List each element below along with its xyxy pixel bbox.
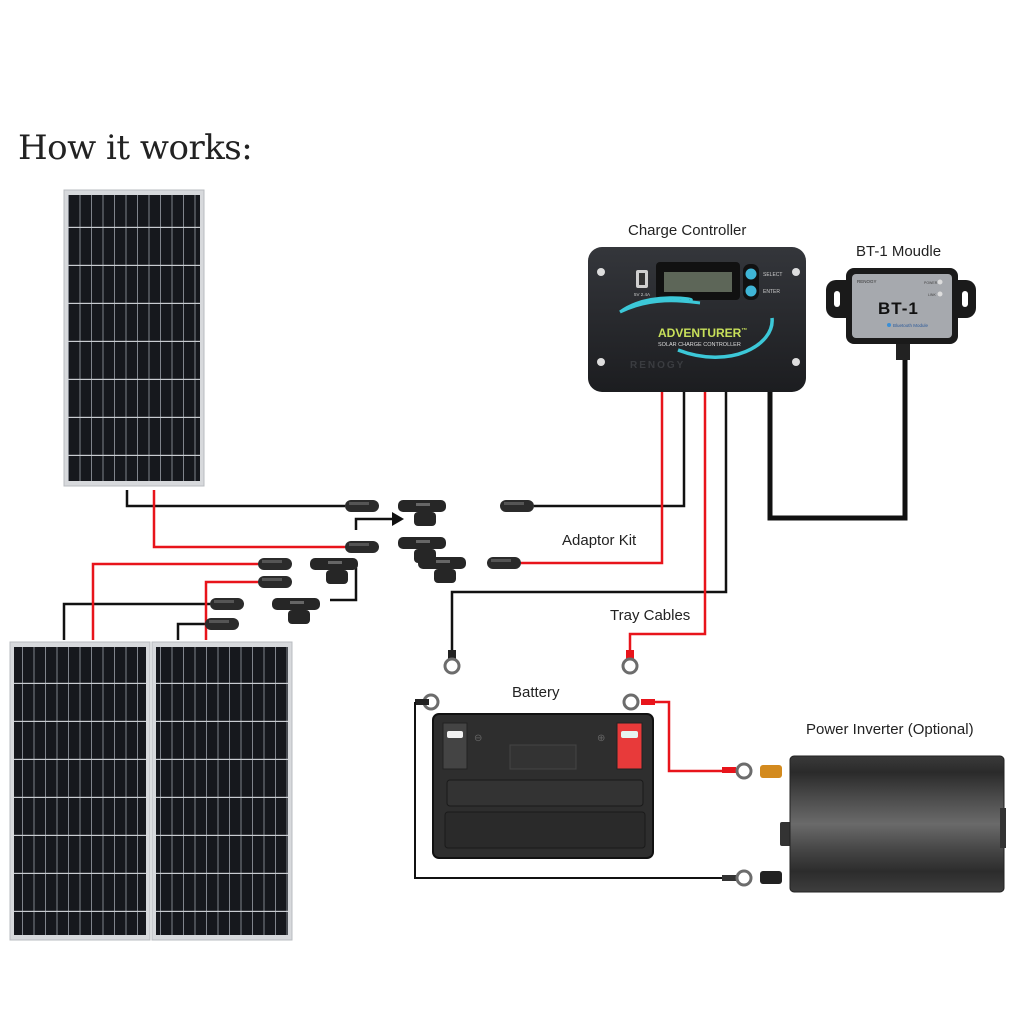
enter-button xyxy=(745,285,757,297)
select-button xyxy=(745,268,757,280)
charge-controller-label: Charge Controller xyxy=(628,222,747,239)
inverter-positive-post xyxy=(760,765,782,778)
battery-positive-terminal xyxy=(616,722,643,770)
svg-text:⊖: ⊖ xyxy=(474,733,482,744)
power-inverter-label: Power Inverter (Optional) xyxy=(806,721,974,738)
usb-label: 5V 2.4A xyxy=(634,292,650,297)
tray-cables-label: Tray Cables xyxy=(610,607,691,624)
adaptor-kit-label: Adaptor Kit xyxy=(562,532,637,549)
bt1-module: RENOGY POWER LINK BT-1 Bluetooth Module xyxy=(826,268,976,360)
solar-panel-bottom-right xyxy=(151,641,293,941)
bt1-manufacturer: RENOGY xyxy=(857,279,877,284)
battery-label: Battery xyxy=(512,684,560,701)
wire-battery-negative xyxy=(450,392,728,652)
charge-controller: 5V 2.4A SELECT ENTER ADVENTURER™ SOLAR C… xyxy=(588,247,806,392)
bt1-subtitle: Bluetooth Module xyxy=(893,323,929,328)
controller-brand: ADVENTURER™ xyxy=(658,326,747,340)
wire-inverter-negative xyxy=(414,702,724,879)
solar-panel-bottom-left xyxy=(9,641,151,941)
battery-negative-terminal xyxy=(442,722,468,770)
inverter-negative-post xyxy=(760,871,782,884)
bt1-indicator-power: POWER xyxy=(924,281,938,285)
adaptor-to-controller-wiring xyxy=(450,392,728,652)
bt1-model: BT-1 xyxy=(878,299,919,318)
battery-terminals-wiring xyxy=(414,650,724,879)
lcd-display xyxy=(664,272,732,292)
wire-battery-positive xyxy=(628,392,707,652)
enter-label: ENTER xyxy=(763,289,780,295)
wire-top-panel-positive xyxy=(152,490,345,549)
wire-left-panel-negative xyxy=(62,602,210,640)
power-inverter xyxy=(722,755,1006,893)
wire-top-panel-negative xyxy=(125,490,345,508)
panel-wiring xyxy=(62,490,392,640)
bt1-indicator-link: LINK xyxy=(928,293,936,297)
diagram-title: How it works: xyxy=(18,128,253,168)
wire-bt1-communication xyxy=(767,358,908,521)
wire-left-panel-positive xyxy=(91,562,258,640)
wire-pv-positive xyxy=(521,392,664,565)
controller-manufacturer: RENOGY xyxy=(630,360,685,371)
wire-right-panel-positive xyxy=(204,580,258,640)
arrow-icon xyxy=(392,512,404,526)
battery: ⊖ ⊕ xyxy=(432,713,654,859)
wire-pv-negative xyxy=(534,392,686,508)
select-label: SELECT xyxy=(763,272,782,278)
solar-panel-top xyxy=(63,189,205,487)
bt1-module-label: BT-1 Moudle xyxy=(856,243,942,260)
swoosh-graphic xyxy=(619,296,701,314)
wire-inverter-positive xyxy=(655,700,722,773)
svg-text:⊕: ⊕ xyxy=(597,733,605,744)
controller-subtitle: SOLAR CHARGE CONTROLLER xyxy=(658,342,741,348)
wire-right-panel-negative xyxy=(176,622,205,640)
